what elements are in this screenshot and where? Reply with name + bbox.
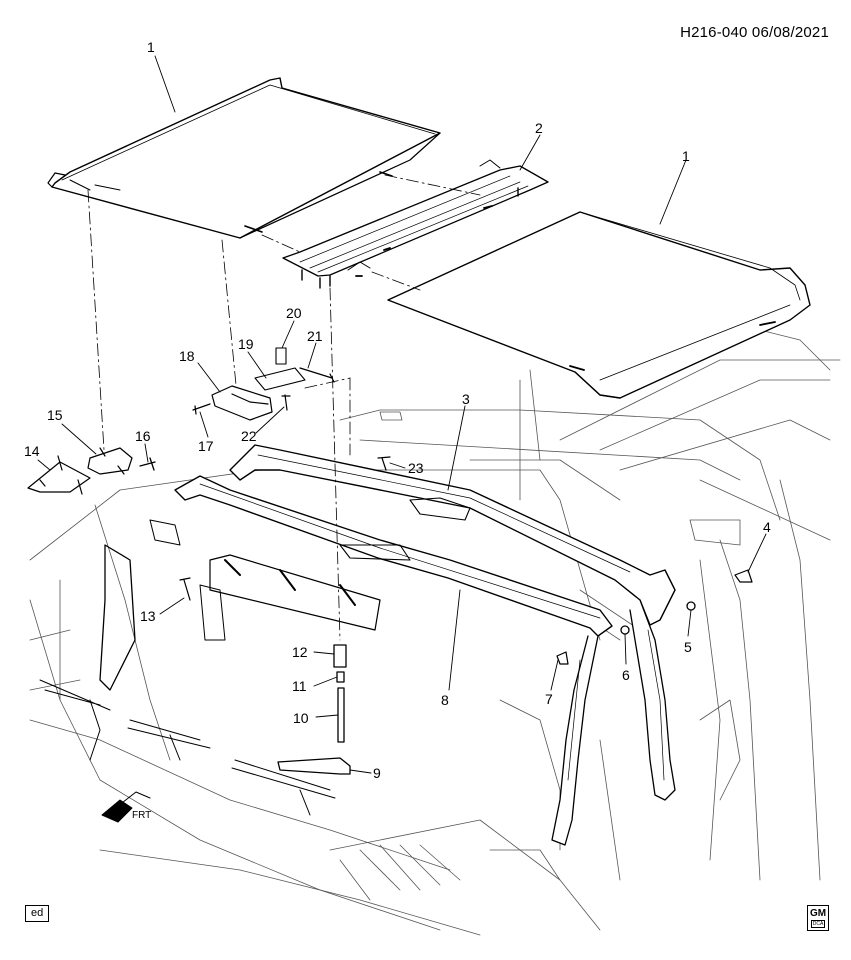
vehicle-body-outline [29, 329, 841, 936]
callout-numbers: 1 1 2 3 4 5 6 7 8 9 10 11 12 13 14 15 16… [24, 39, 771, 781]
illustrator-code-box: ed [25, 905, 50, 922]
bolt-16 [139, 457, 156, 471]
callout-5: 5 [684, 639, 692, 655]
plate-19 [254, 367, 306, 391]
spacer-20 [275, 347, 287, 365]
socket-11 [336, 671, 345, 683]
callout-14: 14 [24, 443, 40, 459]
callout-18: 18 [179, 348, 195, 364]
callout-2: 2 [535, 120, 543, 136]
hinge-18 [211, 385, 273, 421]
tool-stack [277, 644, 351, 775]
nut-6 [620, 625, 630, 635]
gm-logo-sub: DCA [810, 919, 826, 928]
callout-10: 10 [293, 710, 309, 726]
nut-5 [686, 601, 696, 611]
diagram-code-date: H216-040 06/08/2021 [680, 24, 829, 41]
bracket-14 [27, 455, 91, 495]
callout-1-left: 1 [147, 39, 155, 55]
callout-8: 8 [441, 692, 449, 708]
callout-20: 20 [286, 305, 302, 321]
gm-logo-main: GM [809, 907, 827, 919]
callout-19: 19 [238, 336, 254, 352]
screw-13 [179, 577, 191, 601]
clip-7 [556, 651, 569, 665]
clip-4 [734, 569, 753, 583]
gm-logo: GM DCA [807, 905, 829, 931]
callout-6: 6 [622, 667, 630, 683]
front-direction-arrow: FRT [101, 791, 151, 823]
leader-lines [37, 55, 767, 774]
screw-17 [192, 403, 211, 415]
bolt-21 [299, 367, 335, 383]
screw-23 [377, 456, 391, 471]
bracket-15 [87, 447, 133, 475]
callout-3: 3 [462, 391, 470, 407]
extension-10 [337, 687, 345, 743]
callout-4: 4 [763, 519, 771, 535]
callout-7: 7 [545, 691, 553, 707]
frt-label: FRT [132, 810, 151, 821]
callout-12: 12 [292, 644, 308, 660]
callout-11: 11 [292, 678, 307, 694]
cowl-and-wipers [39, 519, 381, 816]
roof-panel-left [47, 77, 441, 239]
callout-22: 22 [241, 428, 257, 444]
callout-17: 17 [198, 438, 214, 454]
callout-9: 9 [373, 765, 381, 781]
ratchet-9 [277, 757, 351, 775]
roof-rail-front [174, 475, 613, 846]
cap-12 [333, 644, 347, 668]
callout-21: 21 [307, 328, 323, 344]
callout-13: 13 [140, 608, 156, 624]
roof-center-bar [282, 159, 549, 289]
callout-16: 16 [135, 428, 151, 444]
alignment-lines [87, 174, 481, 641]
callout-15: 15 [47, 407, 63, 423]
callout-1-right: 1 [682, 148, 690, 164]
callout-23: 23 [408, 460, 424, 476]
screw-22 [281, 394, 291, 411]
roof-panel-right [387, 211, 811, 399]
roof-rail-upper [229, 444, 676, 801]
